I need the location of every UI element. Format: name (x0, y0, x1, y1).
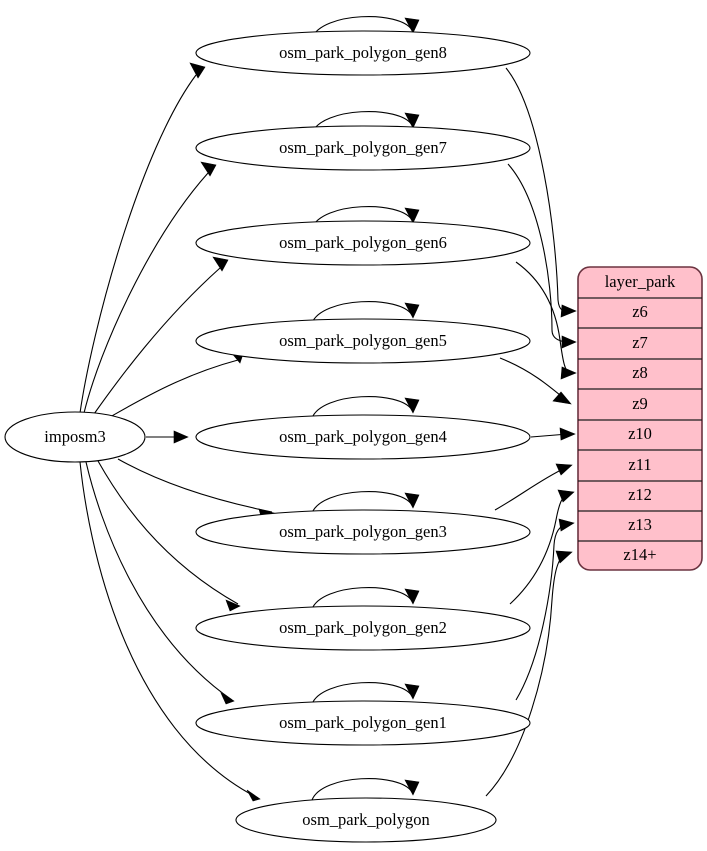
self-loop-base (311, 778, 420, 801)
node-label-imposm3: imposm3 (44, 427, 105, 446)
node-label-gen5: osm_park_polygon_gen5 (279, 331, 447, 350)
node-gen1[interactable]: osm_park_polygon_gen1 (195, 700, 531, 746)
node-label-gen2: osm_park_polygon_gen2 (279, 618, 447, 637)
edge-gen5-to-z9 (499, 357, 572, 405)
edge-imposm3-to-gen1 (85, 461, 235, 705)
node-label-gen1: osm_park_polygon_gen1 (279, 713, 447, 732)
node-label-gen7: osm_park_polygon_gen7 (279, 138, 447, 157)
self-loop-gen6 (311, 206, 420, 229)
self-loop-gen8 (311, 16, 420, 39)
node-label-gen3: osm_park_polygon_gen3 (279, 522, 447, 541)
node-label-base: osm_park_polygon (302, 810, 429, 829)
edge-gen6-to-z8 (515, 261, 577, 380)
edge-imposm3-to-gen2 (97, 460, 241, 612)
table-row-z14plus[interactable]: z14+ (623, 545, 656, 564)
edge-gen2-to-z12 (509, 489, 575, 605)
table-row-z13[interactable]: z13 (628, 515, 652, 534)
table-header-label: layer_park (605, 272, 676, 291)
node-gen6[interactable]: osm_park_polygon_gen6 (195, 220, 531, 266)
edge-gen8-to-z6 (505, 67, 577, 318)
edge-gen4-to-z10 (530, 427, 576, 441)
table-row-z12[interactable]: z12 (628, 485, 652, 504)
edge-imposm3-to-gen5 (109, 347, 246, 418)
edge-gen1-to-z13 (515, 518, 575, 701)
edge-base-to-z14plus (485, 550, 573, 797)
node-gen3[interactable]: osm_park_polygon_gen3 (195, 509, 531, 555)
edge-imposm3-to-gen8 (79, 62, 206, 414)
self-loop-gen7 (311, 111, 420, 134)
edge-imposm3-to-gen4 (146, 430, 189, 444)
edge-imposm3-to-gen3 (117, 458, 275, 521)
edge-imposm3-to-base (79, 461, 261, 802)
self-loop-gen5 (311, 301, 420, 324)
node-label-gen6: osm_park_polygon_gen6 (279, 233, 447, 252)
node-gen5[interactable]: osm_park_polygon_gen5 (195, 318, 531, 364)
edge-group-self-loops (311, 16, 420, 801)
node-gen7[interactable]: osm_park_polygon_gen7 (195, 125, 531, 171)
edge-imposm3-to-gen7 (83, 161, 217, 414)
node-label-gen8: osm_park_polygon_gen8 (279, 43, 447, 62)
node-gen2[interactable]: osm_park_polygon_gen2 (195, 605, 531, 651)
node-imposm3[interactable]: imposm3 (4, 411, 146, 463)
edge-gen7-to-z7 (507, 163, 577, 349)
edge-gen3-to-z11 (494, 463, 573, 511)
edge-group-generations-to-layer (485, 67, 577, 797)
table-row-z7[interactable]: z7 (632, 333, 648, 352)
self-loop-gen2 (311, 587, 420, 610)
table-row-z8[interactable]: z8 (632, 363, 648, 382)
node-layer-park-table[interactable]: layer_park z6 z7 z8 z9 z10 z11 z12 z13 z… (577, 266, 703, 571)
node-gen8[interactable]: osm_park_polygon_gen8 (195, 30, 531, 76)
self-loop-gen1 (311, 682, 420, 705)
node-label-gen4: osm_park_polygon_gen4 (279, 427, 447, 446)
node-base[interactable]: osm_park_polygon (235, 797, 497, 843)
table-row-z11[interactable]: z11 (628, 455, 651, 474)
self-loop-gen3 (311, 491, 420, 514)
node-gen4[interactable]: osm_park_polygon_gen4 (195, 414, 531, 460)
self-loop-gen4 (311, 396, 420, 419)
edge-imposm3-to-gen6 (93, 256, 229, 415)
table-row-z10[interactable]: z10 (628, 424, 652, 443)
table-row-z9[interactable]: z9 (632, 394, 648, 413)
table-row-z6[interactable]: z6 (632, 302, 648, 321)
